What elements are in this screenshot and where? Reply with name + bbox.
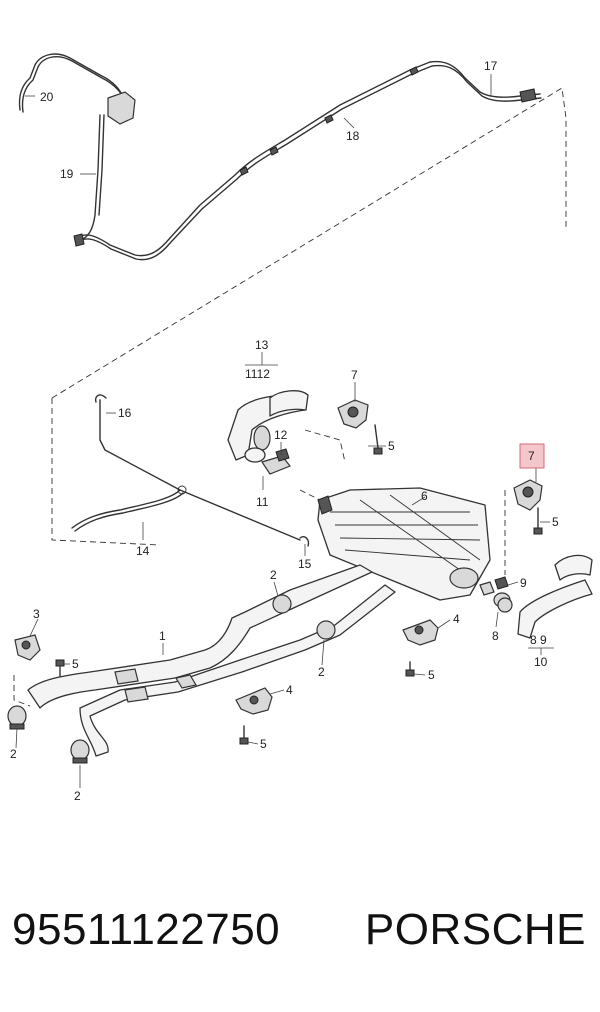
callout-16: 16 [118, 406, 132, 420]
callout-5-top: 5 [388, 439, 395, 453]
callout-1: 1 [159, 629, 166, 643]
hangers [13, 619, 439, 715]
callout-4-a: 4 [453, 612, 460, 626]
highlight-box [519, 443, 545, 469]
callout-2-a: 2 [270, 568, 277, 582]
brand-name: PORSCHE [364, 905, 586, 954]
bracket-7-right [504, 479, 543, 575]
right-tailpipe-assembly [493, 554, 593, 639]
callout-14: 14 [136, 544, 150, 558]
callout-10: 10 [534, 655, 548, 669]
callout-5-bottom: 5 [260, 737, 267, 751]
callout-5-mid: 5 [428, 668, 435, 682]
callout-11: 11 [256, 495, 269, 509]
callout-7-highlighted[interactable]: 7 [528, 449, 535, 463]
callout-15: 15 [298, 557, 312, 571]
callout-8: 8 [492, 629, 499, 643]
callout-20: 20 [40, 90, 54, 104]
callout-2-d: 2 [74, 789, 81, 803]
bolts [55, 659, 415, 745]
callout-3: 3 [33, 607, 40, 621]
leader-lines [15, 74, 554, 788]
callout-6: 6 [421, 489, 428, 503]
callout-labels: 20 19 17 18 16 14 15 13 1112 7 12 5 11 6… [10, 59, 559, 803]
callout-5-right: 5 [552, 515, 559, 529]
fuel-line [71, 394, 310, 547]
callout-5-left: 5 [72, 657, 79, 671]
callout-12: 12 [274, 428, 288, 442]
pipe-clamps [7, 594, 513, 764]
callout-9: 9 [520, 576, 527, 590]
main-exhaust-pipes [27, 564, 396, 757]
callout-7-left: 7 [351, 368, 358, 382]
part-number: 95511122750 [12, 905, 281, 954]
callout-17: 17 [484, 59, 498, 73]
footer: 95511122750 PORSCHE [0, 905, 600, 975]
muffler [317, 487, 495, 601]
vent-line-assembly [18, 53, 542, 261]
callout-19: 19 [60, 167, 74, 181]
callout-4-b: 4 [286, 683, 293, 697]
callout-18: 18 [346, 129, 360, 143]
group-label-11-12: 1112 [245, 367, 270, 381]
left-tailpipe-assembly [227, 390, 309, 475]
exhaust-system-diagram: 20 19 17 18 16 14 15 13 1112 7 12 5 11 6… [7, 53, 593, 803]
bracket-7-left [337, 399, 383, 455]
assembly-boundary [51, 87, 567, 546]
group-label-8-9: 8 9 [530, 633, 547, 647]
callout-2-c: 2 [10, 747, 17, 761]
callout-2-b: 2 [318, 665, 325, 679]
callout-13: 13 [255, 338, 269, 352]
